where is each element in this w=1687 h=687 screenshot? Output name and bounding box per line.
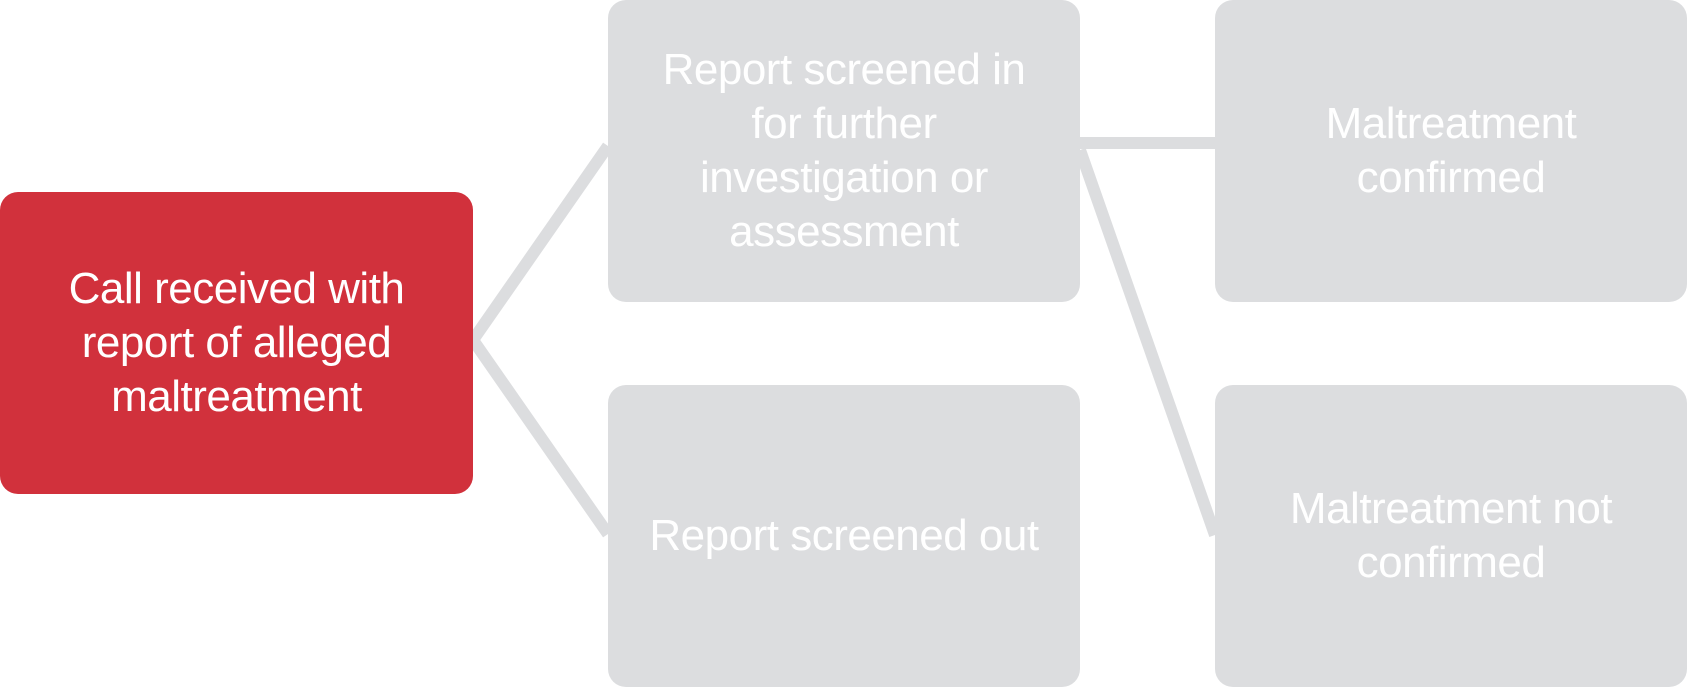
node-report-screened-out-label: Report screened out <box>649 511 1039 560</box>
node-report-screened-out: Report screened out <box>608 385 1080 687</box>
node-maltreatment-confirmed: Maltreatment confirmed <box>1215 0 1687 302</box>
node-maltreatment-confirmed-label: Maltreatment confirmed <box>1325 99 1577 202</box>
node-report-screened-in: Report screened in for further investiga… <box>608 0 1080 302</box>
node-call-received: Call received with report of alleged mal… <box>0 192 473 494</box>
node-maltreatment-not-confirmed: Maltreatment not confirmed <box>1215 385 1687 687</box>
node-report-screened-in-label: Report screened in for further investiga… <box>662 45 1026 256</box>
connector-screened-in-to-not-confirmed <box>1074 148 1221 537</box>
node-maltreatment-not-confirmed-label: Maltreatment not confirmed <box>1289 484 1613 587</box>
node-call-received-label: Call received with report of alleged mal… <box>68 264 405 421</box>
connector-start-to-outcomes <box>465 142 613 538</box>
